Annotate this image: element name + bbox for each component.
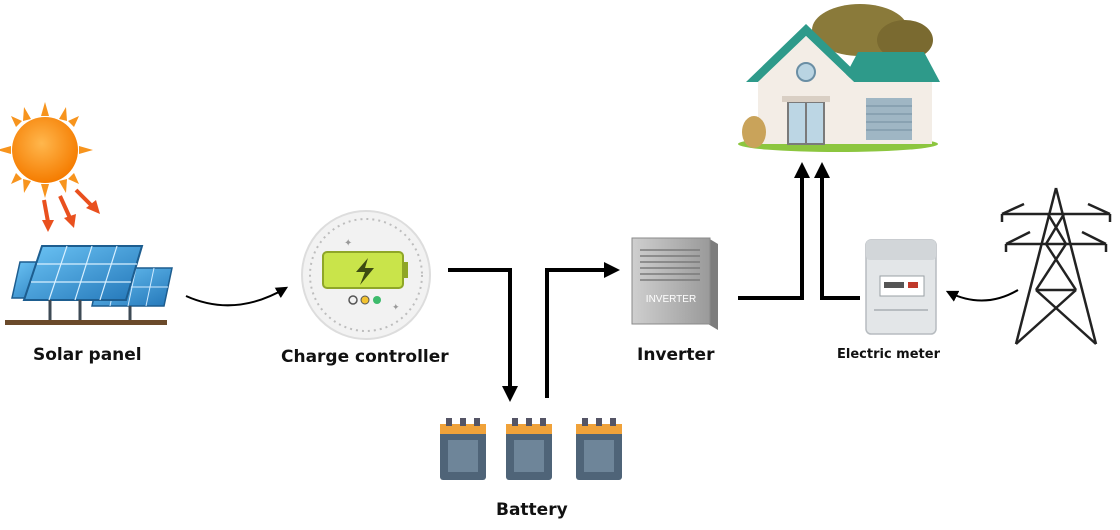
electric-meter-label: Electric meter bbox=[837, 347, 940, 362]
svg-text:✦: ✦ bbox=[344, 238, 352, 249]
solar-panel-label: Solar panel bbox=[33, 345, 142, 365]
flow-lines-battery bbox=[448, 268, 608, 398]
flow-arrow-tower-to-meter bbox=[945, 289, 1019, 302]
house-icon bbox=[738, 4, 940, 152]
electric-meter-icon bbox=[865, 239, 937, 335]
charge-controller-label: Charge controller bbox=[281, 347, 449, 367]
flow-lines-house bbox=[738, 176, 860, 300]
sun-rays-icon bbox=[42, 188, 100, 232]
arrow-head-house-1 bbox=[794, 162, 810, 178]
inverter-label: Inverter bbox=[637, 345, 715, 365]
svg-text:✦: ✦ bbox=[392, 303, 400, 313]
inverter-icon: INVERTER bbox=[631, 237, 718, 330]
inverter-device-text: INVERTER bbox=[646, 294, 696, 305]
arrow-head-house-2 bbox=[814, 162, 830, 178]
solar-panel-icon bbox=[5, 245, 173, 325]
charge-controller-icon: ✦ ✦ bbox=[301, 210, 431, 340]
arrow-head-to-inverter bbox=[604, 262, 620, 278]
arrow-head-to-battery bbox=[502, 386, 518, 402]
battery-icon bbox=[440, 418, 622, 480]
power-tower-icon bbox=[1000, 187, 1112, 345]
battery-label: Battery bbox=[496, 500, 568, 520]
flow-arrow-solar-to-controller bbox=[185, 286, 289, 307]
sun-icon bbox=[0, 102, 93, 198]
